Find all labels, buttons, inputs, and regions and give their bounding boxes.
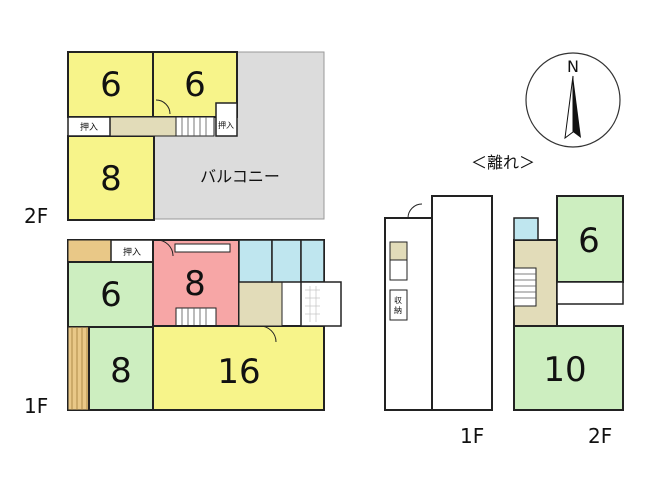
washroom <box>271 239 302 283</box>
engawa-top <box>67 239 112 263</box>
engawa-lines <box>71 327 88 410</box>
closet-2f-left-label: 押入 <box>80 121 98 133</box>
annex-floor-label-2f: 2F <box>588 424 612 448</box>
room-1f-6-label: 6 <box>100 275 122 315</box>
stair-lines-2f <box>181 117 207 136</box>
hall-2f <box>109 116 177 137</box>
annex-1f-storage <box>389 289 408 321</box>
compass-needle-dark <box>573 76 581 138</box>
annex-1f-main <box>431 195 493 411</box>
closet-2f-right-label: 押入 <box>218 120 234 130</box>
entrance <box>300 281 342 327</box>
room-1f-8-left-label: 8 <box>110 351 132 391</box>
annex-2f-toilet <box>513 217 539 241</box>
annex-1f-stairs <box>389 259 408 281</box>
annex-room-10-label: 10 <box>543 350 586 390</box>
annex-2f-room-10 <box>513 325 624 411</box>
room-1f-16 <box>152 325 325 411</box>
annex-title: ＜離れ＞ <box>471 153 535 172</box>
annex-floor-label-1f: 1F <box>460 424 484 448</box>
door-arc-1f-a <box>156 239 174 257</box>
main-house-2f: 6 6 8 バルコニー 押入 押入 2F <box>24 51 325 228</box>
annex-2f-stairs <box>513 267 537 307</box>
kitchen-counter <box>174 243 231 253</box>
closet-1f-label: 押入 <box>123 246 141 258</box>
annex-storage-label-1: 収 <box>394 295 402 305</box>
room-1f-8-left <box>88 326 154 411</box>
room-2f-6-right-label: 6 <box>184 65 206 105</box>
main-house-1f: 6 8 8 16 押入 1F <box>24 239 342 418</box>
toilet-1f <box>300 239 325 283</box>
room-1f-16-label: 16 <box>217 352 260 392</box>
entrance-tiles <box>305 286 320 322</box>
bath <box>238 239 273 283</box>
room-1f-8-western-label: 8 <box>184 264 206 304</box>
annex-storage-label-2: 納 <box>394 305 402 315</box>
annex-stair-lines <box>514 273 536 299</box>
stair-lines-1f <box>181 308 207 326</box>
stairs-2f <box>175 116 215 137</box>
closet-2f-right <box>215 102 238 137</box>
floor-label-1f: 1F <box>24 394 48 418</box>
room-2f-6-left <box>67 51 155 118</box>
balcony-label: バルコニー <box>200 167 280 186</box>
room-2f-8 <box>67 135 155 221</box>
annex-1f: 収 納 1F <box>384 195 493 448</box>
annex-room-6-label: 6 <box>578 221 600 261</box>
closet-2f-left <box>67 116 111 137</box>
annex-door-arc <box>407 203 423 219</box>
engawa-left <box>67 326 90 411</box>
hall-1f <box>238 281 283 327</box>
compass-north-label: N <box>567 57 579 76</box>
floor-label-2f: 2F <box>24 204 48 228</box>
compass: N <box>525 52 621 148</box>
room-2f-8-label: 8 <box>100 159 122 199</box>
door-arc-2f <box>155 99 171 115</box>
room-2f-6-left-label: 6 <box>100 65 122 105</box>
door-arc-1f-b <box>259 325 277 343</box>
annex-2f-corridor <box>556 281 624 305</box>
annex-2f: 6 10 2F <box>513 195 624 448</box>
